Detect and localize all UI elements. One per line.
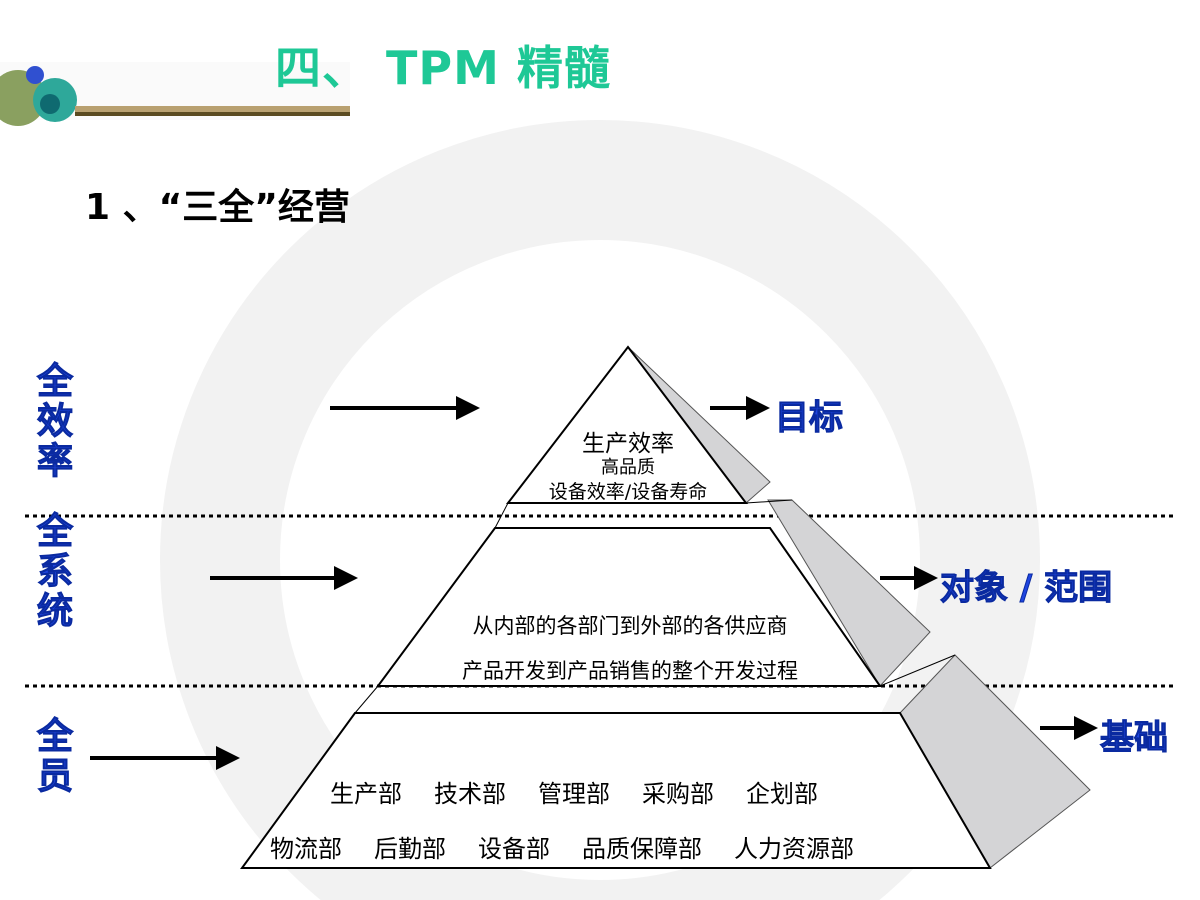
section-heading: 1 、“三全”经营	[85, 187, 350, 228]
department: 后勤部	[374, 835, 446, 863]
top-tier	[505, 345, 749, 504]
department: 设备部	[478, 835, 550, 863]
department: 管理部	[538, 780, 610, 808]
label-full-efficiency: 全效率	[36, 361, 73, 482]
top-tier-text-2: 高品质	[601, 457, 655, 478]
middle-tier-text-2: 产品开发到产品销售的整个开发过程	[462, 659, 798, 683]
label-foundation: 基础	[1100, 718, 1169, 759]
department-row-2: 物流部 后勤部 设备部 品质保障部 人力资源部	[270, 829, 854, 864]
department: 生产部	[330, 780, 402, 808]
department: 技术部	[434, 780, 506, 808]
department: 企划部	[746, 780, 818, 808]
header-logo-icon	[0, 62, 350, 126]
department: 采购部	[642, 780, 714, 808]
department: 人力资源部	[734, 835, 854, 863]
top-tier-text-3: 设备效率/设备寿命	[548, 481, 708, 503]
label-goal: 目标	[775, 398, 844, 439]
label-full-system: 全系统	[36, 511, 73, 632]
slide-title: 四、 TPM 精髓	[275, 41, 611, 95]
gear-watermark	[160, 120, 1040, 900]
label-scope: 对象 / 范围	[939, 568, 1113, 609]
middle-tier-text-1: 从内部的各部门到外部的各供应商	[472, 614, 788, 638]
department-row-1: 生产部 技术部 管理部 采购部 企划部	[330, 774, 818, 809]
top-tier-text-1: 生产效率	[582, 431, 674, 457]
label-all-staff: 全员	[36, 716, 73, 797]
middle-tier-shadow	[767, 499, 931, 687]
department: 物流部	[270, 835, 342, 863]
department: 品质保障部	[582, 835, 702, 863]
bottom-tier	[240, 712, 992, 869]
